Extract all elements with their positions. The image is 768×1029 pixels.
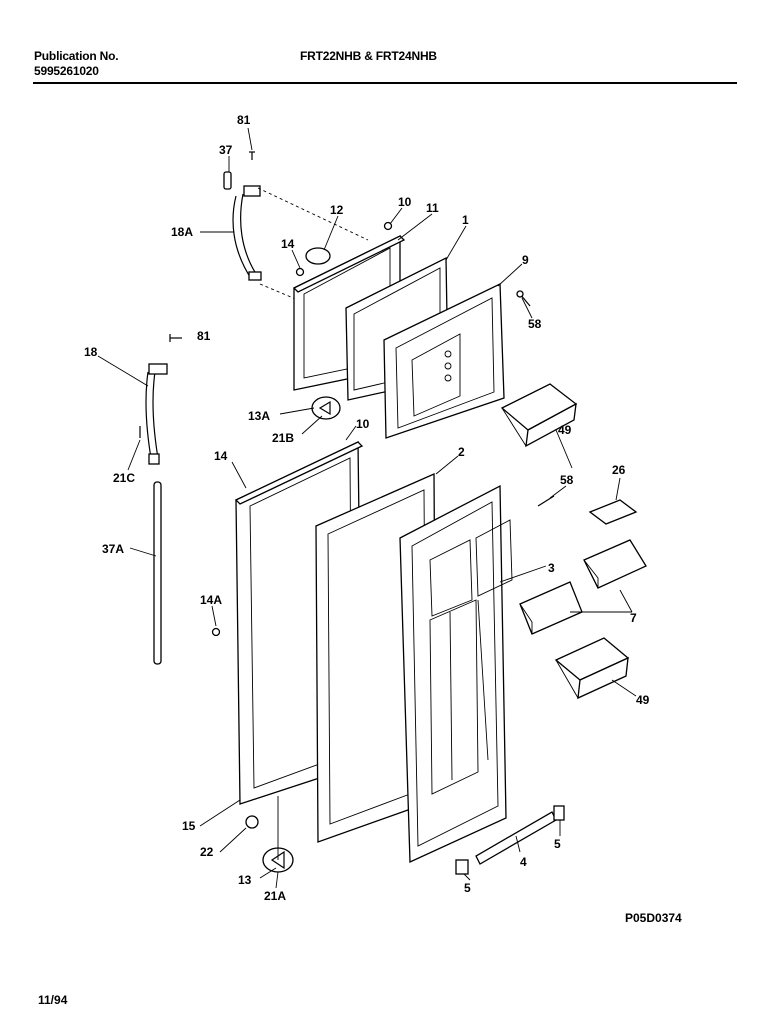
issue-date: 11/94 [38, 993, 68, 1007]
part-label: 81 [237, 113, 251, 127]
plug-12 [305, 247, 331, 265]
plug-10-top [383, 221, 393, 231]
publication-number: 5995261020 [34, 64, 99, 78]
part-label: 3 [548, 561, 555, 575]
part-label: 37A [102, 542, 124, 556]
part-label: 22 [200, 845, 214, 859]
part-label: 18A [171, 225, 193, 239]
part-label: 58 [560, 473, 574, 487]
part-label: 12 [330, 203, 344, 217]
door-shelf-7-lower [519, 581, 583, 635]
part-label: 15 [182, 819, 196, 833]
plug-14-top [295, 267, 305, 277]
part-label: 11 [426, 201, 439, 215]
part-label: 21C [113, 471, 135, 485]
fresh-food-door-liner [399, 484, 513, 863]
header-rule [33, 82, 737, 84]
part-label: 14A [200, 593, 222, 607]
screw-37 [223, 171, 232, 190]
part-label: 18 [84, 345, 98, 359]
drawing-code: P05D0374 [625, 911, 682, 925]
fresh-food-handle [145, 363, 168, 465]
part-label: 49 [636, 693, 650, 707]
clip-5-right [553, 805, 565, 821]
freezer-door-handle [232, 185, 262, 281]
door-stop-22 [245, 815, 259, 829]
part-label: 10 [398, 195, 412, 209]
part-label: 4 [520, 855, 527, 869]
part-label: 21B [272, 431, 294, 445]
part-label: 58 [528, 317, 542, 331]
door-shelf-7-upper [583, 539, 647, 589]
part-number-labels: 81 37 18A 12 10 11 14 1 9 58 81 18 13A 2… [84, 113, 650, 903]
freezer-door-bin [500, 383, 578, 448]
part-label: 7 [630, 611, 637, 625]
dashed-guide-top [257, 187, 369, 241]
handle-trim-37a [153, 481, 162, 665]
clip-5-left [455, 859, 469, 875]
part-label: 13A [248, 409, 270, 423]
part-label: 13 [238, 873, 252, 887]
part-label: 37 [219, 143, 233, 157]
screw-58-top [516, 290, 531, 307]
part-label: 1 [462, 213, 469, 227]
screw-81-top [249, 151, 255, 160]
leader-lines [97, 127, 637, 889]
part-label: 14 [214, 449, 228, 463]
part-label: 9 [522, 253, 529, 267]
model-title: FRT22NHB & FRT24NHB [300, 49, 437, 63]
hinge-cam-13a [311, 396, 341, 420]
door-bin-49-lower [554, 637, 630, 700]
door-bin-26 [588, 499, 638, 525]
freezer-door-liner [383, 282, 505, 439]
part-label: 26 [612, 463, 626, 477]
screw-58-middle [537, 495, 555, 507]
part-label: 81 [197, 329, 211, 343]
screw-81-left [169, 334, 182, 342]
part-label: 10 [356, 417, 370, 431]
part-label: 2 [458, 445, 465, 459]
plug-14a [211, 627, 221, 637]
part-label: 49 [558, 423, 572, 437]
part-label: 5 [464, 881, 471, 895]
part-label: 14 [281, 237, 295, 251]
part-label: 21A [264, 889, 286, 903]
dashed-guide-bottom [259, 283, 299, 301]
part-label: 5 [554, 837, 561, 851]
publication-label: Publication No. [34, 49, 119, 63]
